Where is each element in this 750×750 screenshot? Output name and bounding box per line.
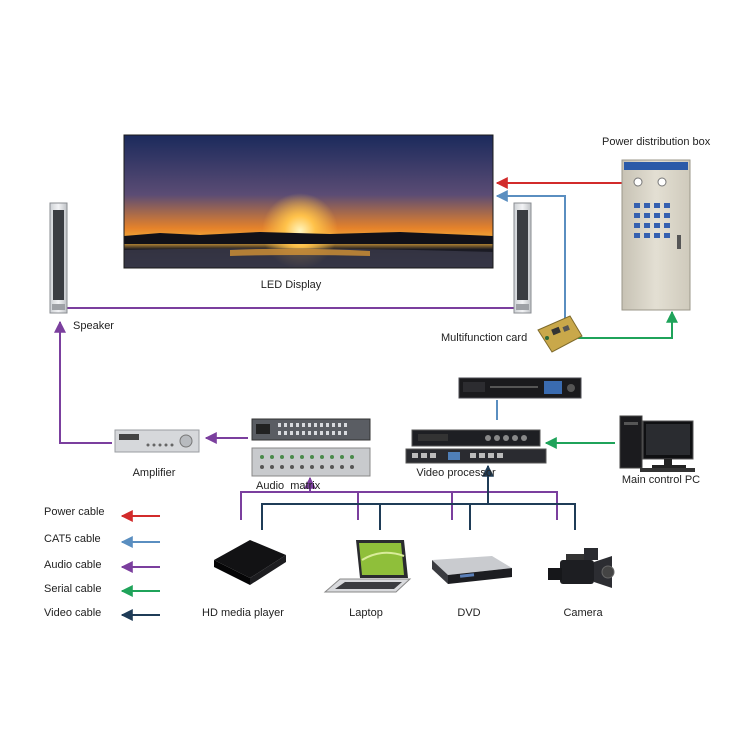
audio-line-sources-to-matrix [240, 491, 558, 520]
legend-label: Serial cable [44, 583, 101, 595]
video-processor-label: Video processor [416, 467, 496, 479]
legend-item-power: Power cable [44, 506, 160, 522]
audio-matrix-label: Audio matrix [256, 480, 321, 492]
camera-label: Camera [563, 607, 603, 619]
power-box-label: Power distribution box [602, 136, 711, 148]
amplifier-label: Amplifier [133, 467, 176, 479]
video-processor [405, 429, 547, 464]
legend-label: Power cable [44, 506, 105, 518]
legend-item-audio: Audio cable [44, 559, 160, 573]
speaker-right [513, 202, 532, 314]
hd-player-label: HD media player [202, 607, 284, 619]
multifunction-card-label: Multifunction card [441, 332, 527, 344]
audio-line-amp-to-speaker [54, 320, 112, 444]
amplifier [114, 429, 200, 453]
cat5-line-card-to-display [495, 190, 566, 318]
cat5-cables [495, 190, 566, 420]
led-display [123, 134, 494, 269]
laptop-label: Laptop [349, 607, 383, 619]
laptop [323, 540, 412, 593]
dvd-player [432, 556, 512, 584]
serial-line-card-to-box [578, 310, 678, 339]
audio-matrix [251, 418, 371, 477]
speaker-left [49, 202, 68, 314]
video-line-bus [261, 503, 576, 530]
serial-cables [544, 310, 678, 449]
legend-label: Audio cable [44, 559, 102, 571]
legend-item-video: Video cable [44, 607, 160, 621]
dvd-label: DVD [457, 607, 480, 619]
legend-label: Video cable [44, 607, 101, 619]
sending-controller [458, 377, 582, 399]
led-display-label: LED Display [261, 279, 322, 291]
hd-media-player [214, 540, 286, 585]
legend-item-cat5: CAT5 cable [44, 533, 160, 548]
camera [548, 548, 615, 588]
power-distribution-box [621, 159, 691, 311]
main-control-pc [619, 415, 695, 472]
legend-label: CAT5 cable [44, 533, 101, 545]
multifunction-card [537, 315, 583, 353]
video-cables [261, 464, 576, 530]
legend: Power cable CAT5 cable Audio cable Seria… [44, 506, 160, 621]
main-pc-label: Main control PC [622, 474, 700, 486]
audio-cables [54, 307, 558, 520]
legend-item-serial: Serial cable [44, 583, 160, 597]
speaker-label: Speaker [73, 320, 114, 332]
